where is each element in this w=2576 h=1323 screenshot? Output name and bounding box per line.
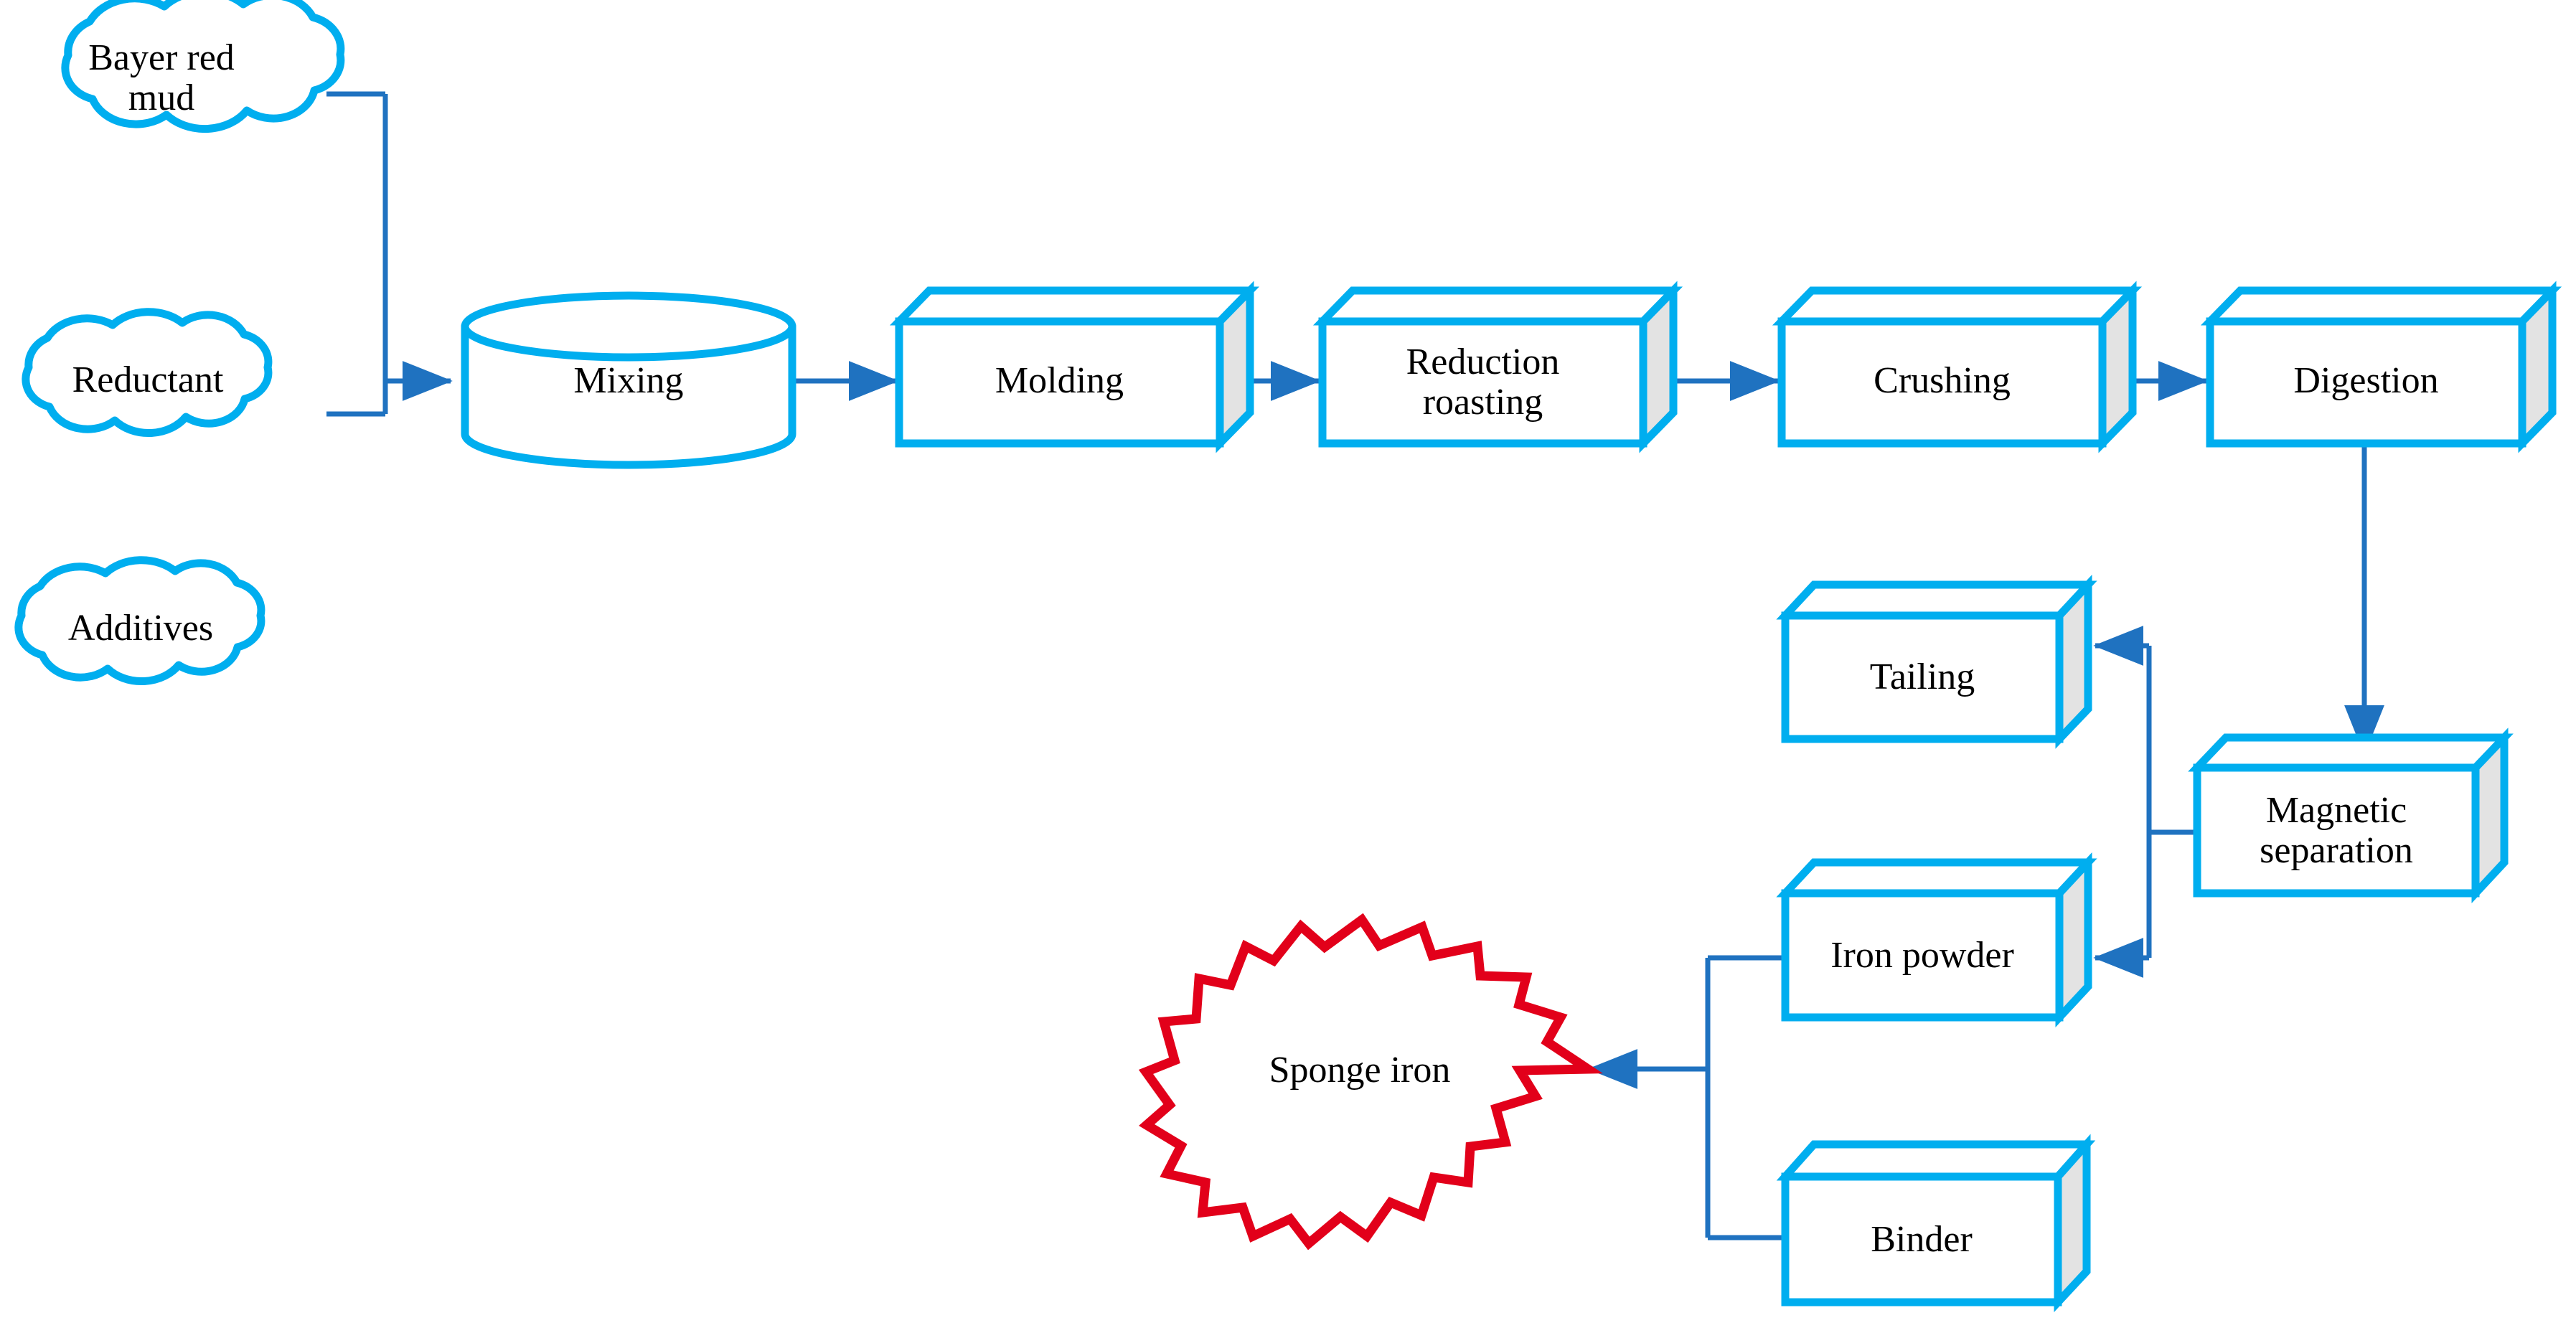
node-magnetic-separation-shape <box>2188 728 2514 903</box>
node-reduction-roasting-shape <box>1312 281 1683 453</box>
node-additives-shape <box>14 556 265 686</box>
node-binder-shape <box>1776 1134 2096 1312</box>
node-bayer-red-mud-shape <box>61 0 345 133</box>
node-crushing-shape <box>1772 281 2143 453</box>
node-reductant-shape <box>22 308 273 438</box>
node-sponge-iron-shape <box>1138 913 1603 1251</box>
node-iron-powder-shape <box>1776 852 2097 1027</box>
node-molding-shape <box>889 281 1260 453</box>
node-mixing-shape <box>461 291 796 469</box>
node-tailing-shape <box>1776 575 2097 749</box>
node-digestion-shape <box>2200 281 2562 453</box>
